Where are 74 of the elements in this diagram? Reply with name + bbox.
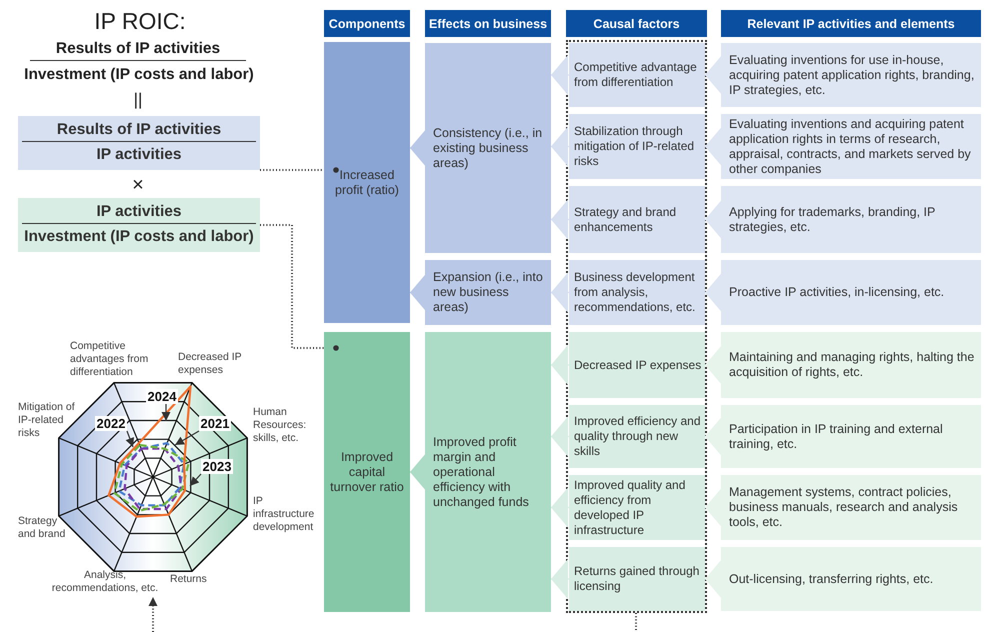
chevron-arrow — [551, 200, 569, 240]
chevron-arrow — [705, 55, 722, 95]
column-header: Effects on business — [425, 10, 551, 37]
column-header: Components — [324, 10, 410, 37]
formula-term: IP activities — [22, 201, 256, 224]
effect-box: Expansion (i.e., into new business areas) — [425, 260, 551, 325]
component-box: Improved capital turnover ratio — [324, 332, 410, 612]
factor-box: Stabilization through mitigation of IP-related risks — [569, 114, 705, 179]
leader-line — [190, 474, 202, 486]
chevron-arrow — [705, 345, 722, 385]
connector — [260, 167, 339, 173]
activity-box: Out-licensing, transferring rights, etc. — [721, 547, 981, 611]
effect-box: Consistency (i.e., in existing business areas) — [425, 43, 551, 253]
chevron-arrow — [410, 272, 427, 312]
axis-label: Competitive advantages from differentiation — [70, 340, 150, 379]
year-label: 2024 — [146, 389, 178, 404]
formula-term: Results of IP activities — [30, 38, 246, 61]
chevron-arrow — [705, 416, 722, 456]
chevron-arrow — [551, 272, 569, 312]
chevron-arrow — [705, 488, 722, 528]
chevron-arrow — [551, 488, 569, 528]
axis-label: Human Resources: skills, etc. — [253, 406, 308, 445]
activity-box: Evaluating inventions and acquiring patent application rights in terms of research, appraisal, contracts, and markets served by other companies — [721, 114, 981, 179]
activity-box: Applying for trademarks, branding, IP strategies, etc. — [721, 186, 981, 253]
formula-term: Results of IP activities — [22, 119, 256, 142]
connector — [148, 597, 158, 632]
factor-box: Returns gained through licensing — [569, 547, 705, 611]
factor-box: Improved efficiency and quality through new skills — [569, 405, 705, 468]
factor-box: Decreased IP expenses — [569, 332, 705, 398]
chevron-arrow — [410, 452, 427, 492]
leader-line — [126, 430, 134, 448]
activity-box: Participation in IP training and external training, etc. — [721, 405, 981, 468]
formula-term: IP activities — [95, 145, 182, 165]
factor-box: Improved quality and efficiency from developed IP infrastructure — [569, 475, 705, 540]
column-header: Causal factors — [566, 10, 707, 37]
leader-line — [162, 404, 170, 421]
axis-label: IP infrastructure development — [253, 495, 316, 534]
chevron-arrow — [551, 126, 569, 166]
formula-term: Investment (IP costs and labor) — [23, 227, 255, 247]
axis-label: Analysis, recommendations, etc. — [50, 569, 160, 595]
chevron-arrow — [705, 272, 722, 312]
axis-label: Strategy and brand — [18, 515, 66, 541]
year-label: 2021 — [199, 416, 231, 431]
activity-box: Management systems, contract policies, business manuals, research and analysis tools, etc. — [721, 475, 981, 540]
diagram-title: IP ROIC: — [93, 8, 187, 35]
chevron-arrow — [705, 559, 722, 599]
chevron-arrow — [410, 128, 427, 168]
formula-term: Investment (IP costs and labor) — [23, 65, 255, 85]
activity-box: Proactive IP activities, in-licensing, etc. — [721, 260, 981, 325]
equals-sign: || — [132, 89, 144, 111]
effect-box: Improved profit margin and operational efficiency with unchanged funds — [425, 332, 551, 612]
axis-label: Mitigation of IP-related risks — [18, 401, 76, 440]
chevron-arrow — [551, 345, 569, 385]
activity-box: Evaluating inventions for use in-house, acquiring patent application rights, branding, IP strategies, etc. — [721, 43, 981, 107]
connector — [635, 613, 637, 632]
chevron-arrow — [551, 416, 569, 456]
chevron-arrow — [551, 55, 569, 95]
chevron-arrow — [705, 126, 722, 166]
component-box: Increased profit (ratio) — [324, 42, 410, 323]
factor-box: Competitive advantage from differentiation — [569, 43, 705, 107]
chevron-arrow — [705, 200, 722, 240]
year-label: 2022 — [95, 416, 127, 431]
axis-label: Decreased IP expenses — [178, 351, 242, 377]
year-label: 2023 — [201, 459, 233, 474]
leader-line — [174, 430, 200, 446]
column-header: Relevant IP activities and elements — [721, 10, 981, 37]
dotted-frame — [566, 40, 707, 613]
multiply-sign: × — [131, 174, 145, 196]
factor-box: Strategy and brand enhancements — [569, 186, 705, 253]
activity-box: Maintaining and managing rights, halting the acquisition of rights, etc. — [721, 332, 981, 398]
factor-box: Business development from analysis, recommendations, etc. — [569, 260, 705, 325]
connector — [260, 224, 339, 351]
chevron-arrow — [551, 559, 569, 599]
axis-label: Returns — [170, 573, 208, 586]
